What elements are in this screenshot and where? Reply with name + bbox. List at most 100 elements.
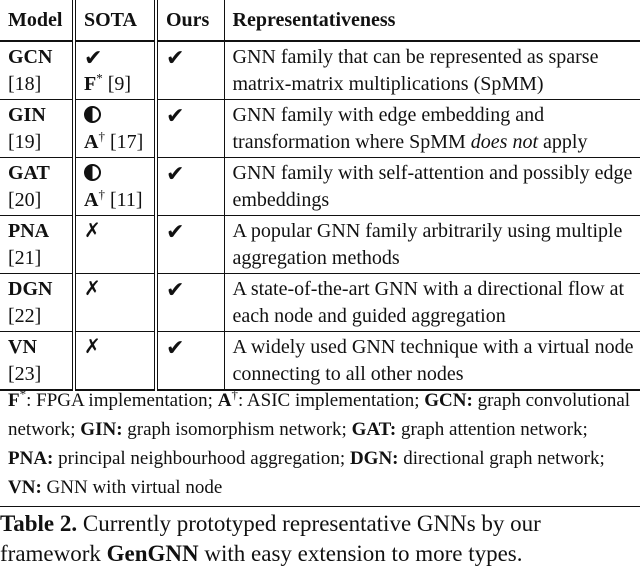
note-key: F [8, 390, 20, 411]
header-representativeness: Representativeness [224, 0, 640, 42]
note-text: graph isomorphism network; [127, 419, 347, 440]
note-text: ASIC implementation; [246, 390, 420, 411]
note-item: GIN: graph isomorphism network; [80, 419, 347, 440]
cell-sota: ✔F* [9] [74, 41, 158, 100]
cell-ours: ✔ [156, 331, 225, 391]
header-model: Model [0, 0, 76, 42]
note-item: F*: FPGA implementation; [8, 386, 213, 411]
gnn-table: Model SOTA Ours Representativeness GCN [1… [0, 0, 640, 391]
cell-representativeness: A popular GNN family arbitrarily using m… [224, 215, 640, 274]
desc-text-end: apply [538, 131, 588, 153]
model-name: GAT [8, 162, 50, 184]
note-key-sup: * [19, 386, 27, 402]
cell-sota: A† [11] [74, 157, 158, 216]
half-filled-circle-icon [84, 164, 101, 181]
cell-model: DGN [22] [0, 273, 76, 332]
cell-model: GAT[20] [0, 157, 76, 216]
check-icon: ✔ [166, 161, 185, 186]
cell-ours: ✔ [156, 273, 225, 332]
header-sota: SOTA [74, 0, 158, 42]
sota-badge: F [84, 73, 97, 95]
desc-text: GNN family with edge embedding and trans… [232, 104, 545, 153]
header-ours: Ours [156, 0, 225, 42]
cell-ours: ✔ [156, 99, 225, 158]
table-row: DGN [22] ✗ ✔ A state-of-the-art GNN with a d… [0, 273, 640, 332]
note-item: A†: ASIC implementation; [217, 386, 420, 411]
cell-representativeness: A widely used GNN technique with a virtu… [224, 331, 640, 391]
sota-implementation: F* [9] [84, 70, 132, 95]
sota-badge-sup: † [98, 186, 105, 202]
model-name: PNA [8, 220, 50, 242]
note-item: GAT: graph attention network; [352, 419, 588, 440]
table-row: GCN[18]✔F* [9]✔GNN family that can be re… [0, 41, 640, 100]
table-header-row: Model SOTA Ours Representativeness [0, 0, 640, 42]
cross-icon: ✗ [84, 336, 101, 358]
note-text: principal neighbourhood aggregation; [58, 448, 346, 469]
sota-ref: [9] [107, 73, 132, 95]
half-circle-icon [84, 160, 148, 187]
model-name: DGN [8, 278, 53, 300]
caption-framework-name: GenGNN [106, 541, 199, 566]
cell-representativeness: GNN family with self-attention and possi… [224, 157, 640, 216]
caption-label: Table 2. [0, 511, 78, 536]
model-name: GCN [8, 46, 53, 68]
cell-ours: ✔ [156, 215, 225, 274]
cell-representativeness: GNN family that can be represented as sp… [224, 41, 640, 100]
note-text: FPGA implementation; [36, 390, 213, 411]
sota-badge: A [84, 131, 99, 153]
note-text: GNN with virtual node [46, 477, 223, 498]
model-ref: [18] [8, 73, 42, 95]
note-text: graph attention network; [401, 419, 588, 440]
note-text: directional graph network; [403, 448, 605, 469]
model-name: VN [8, 336, 37, 358]
check-icon: ✔ [166, 219, 185, 244]
model-ref: [19] [8, 131, 42, 153]
desc-text: A widely used GNN technique with a virtu… [232, 336, 634, 385]
desc-emphasis: does not [470, 131, 539, 153]
sota-badge-sup: * [96, 70, 103, 86]
check-icon: ✔ [166, 335, 185, 360]
sota-badge-sup: † [98, 128, 105, 144]
sota-ref: [17] [109, 131, 144, 153]
note-item: VN: GNN with virtual node [8, 477, 222, 498]
sota-ref: [11] [109, 189, 143, 211]
model-ref: [23] [8, 363, 42, 385]
note-text: graph convolutional network; [8, 390, 631, 440]
sota-badge: A [84, 189, 99, 211]
check-icon: ✔ [166, 277, 185, 302]
note-key: GIN: [80, 419, 123, 440]
table-row: VN [23] ✗ ✔ A widely used GNN technique with… [0, 331, 640, 391]
table-row: GIN[19]A† [17]✔GNN family with edge embe… [0, 99, 640, 158]
note-key: GAT: [351, 419, 397, 440]
check-icon: ✔ [166, 45, 185, 70]
cell-ours: ✔ [156, 41, 225, 100]
note-key: DGN: [349, 448, 399, 469]
table-row: GAT[20] A† [11] ✔ GNN family with self-atte… [0, 157, 640, 216]
table-notes: F*: FPGA implementation; A†: ASIC implem… [8, 386, 634, 502]
cell-sota: A† [17] [74, 99, 158, 158]
cell-ours: ✔ [156, 157, 225, 216]
check-icon: ✔ [84, 45, 103, 70]
note-key: GCN: [424, 390, 473, 411]
cell-model: GIN[19] [0, 99, 76, 158]
note-key: PNA: [8, 448, 54, 469]
half-filled-circle-icon [84, 106, 101, 123]
caption-text-post: with easy extension to more types. [204, 541, 523, 566]
desc-text: A popular GNN family arbitrarily using m… [232, 220, 623, 269]
cell-model: VN [23] [0, 331, 76, 391]
cell-sota: ✗ [74, 215, 158, 274]
cross-icon: ✗ [84, 278, 101, 300]
sota-implementation: A† [11] [84, 186, 143, 211]
caption-text-pre: Currently prototyped representative GNNs… [0, 511, 541, 566]
cross-icon: ✗ [84, 220, 101, 242]
model-ref: [21] [8, 247, 42, 269]
table-row: PNA [21] ✗ ✔ A popular GNN family arbitraril… [0, 215, 640, 274]
cell-representativeness: GNN family with edge embedding and trans… [224, 99, 640, 158]
table-caption: Table 2. Currently prototyped representa… [0, 506, 640, 569]
model-ref: [22] [8, 305, 42, 327]
note-key: VN: [8, 477, 42, 498]
cell-representativeness: A state-of-the-art GNN with a directiona… [224, 273, 640, 332]
note-item: GCN: graph convolutional network; [8, 390, 630, 440]
desc-text: GNN family that can be represented as sp… [232, 46, 599, 95]
